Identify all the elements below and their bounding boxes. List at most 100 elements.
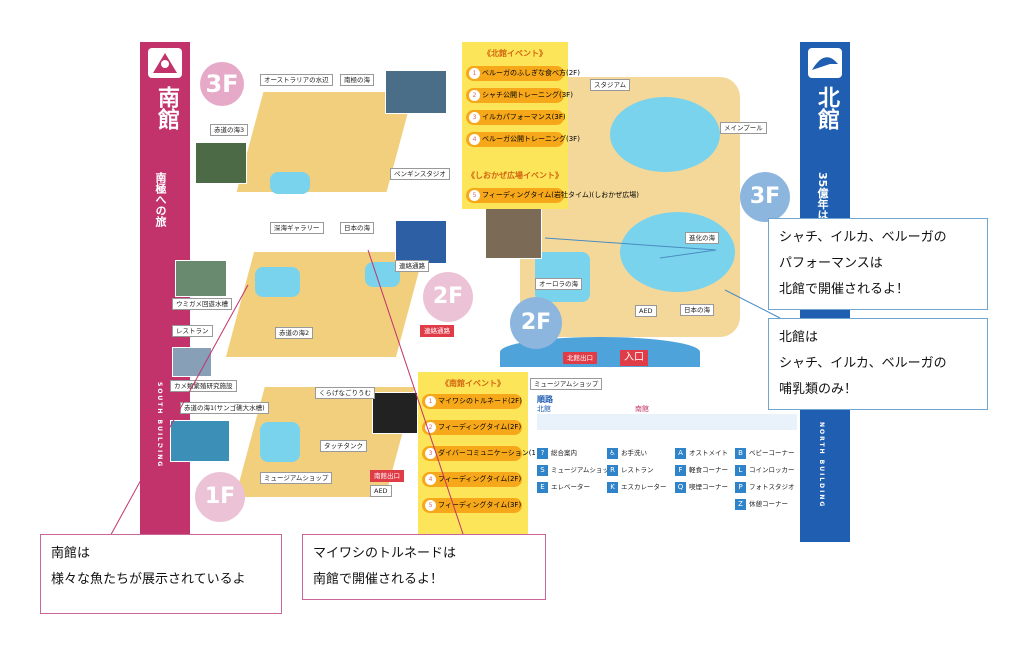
- jellyfish-photo: [372, 392, 418, 434]
- label-kamo: カメ類繁殖研究施設: [170, 380, 237, 392]
- north-building-english: NORTH BUILDING: [818, 422, 825, 509]
- label-antarctic: 南極の海: [340, 74, 374, 86]
- south-building-title: 南館: [154, 86, 179, 130]
- route-south: 南館: [635, 405, 649, 413]
- label-stadium: スタジアム: [590, 79, 631, 91]
- escalator-icon: K: [607, 481, 618, 493]
- label-aed-south: AED: [370, 485, 392, 497]
- north-events-heading: 《北館イベント》: [483, 49, 547, 58]
- smoking-icon: Q: [675, 481, 686, 493]
- north-building-subtitle: 35億年はる: [816, 172, 829, 232]
- label-shinka: 進化の海: [685, 232, 719, 244]
- route-arrow-strip: [537, 414, 797, 430]
- aurora-tank: [535, 252, 590, 302]
- label-museum-shop-1f: ミュージアムショップ: [260, 472, 333, 484]
- main-pool-tank: [610, 97, 720, 172]
- label-sardine-tank: 連絡通路: [395, 260, 429, 272]
- sardine-tank: [365, 262, 400, 287]
- label-museum-shop-north: ミュージアムショップ: [530, 378, 603, 390]
- label-entrance: 入口: [620, 350, 648, 366]
- label-akashio3: 赤道の海3: [210, 124, 249, 136]
- label-south-exit: 南館出口: [370, 470, 404, 482]
- ostomate-icon: A: [675, 447, 686, 459]
- label-touch: タッチタンク: [320, 440, 367, 452]
- photo-icon: P: [735, 481, 746, 493]
- callout-north-performance: シャチ、イルカ、ベルーガの パフォーマンスは 北館で開催されるよ！: [768, 218, 988, 310]
- north-3f-badge: 3F: [740, 172, 790, 222]
- south-2f-badge: 2F: [423, 272, 473, 322]
- north-2f-badge: 2F: [510, 297, 562, 349]
- label-connect: 連絡通路: [420, 325, 454, 337]
- baby-icon: B: [735, 447, 746, 459]
- label-aurora: オーロラの海: [535, 278, 582, 290]
- rest-icon: Z: [735, 498, 746, 510]
- label-kurage: くらげなごりうむ: [315, 387, 375, 399]
- shinka-tank: [620, 212, 735, 292]
- label-deep-sea: 深海ギャラリー: [270, 222, 324, 234]
- legend-item-toilet: ♿お手洗い: [607, 447, 647, 459]
- shiokaze-events-heading: 《しおかぜ広場イベント》: [467, 171, 563, 180]
- label-restaurant: レストラン: [172, 325, 213, 337]
- restaurant-icon: R: [607, 464, 618, 476]
- coral-tank: [260, 422, 300, 462]
- label-umigame: ウミガメ回遊水槽: [172, 298, 232, 310]
- toilet-icon: ♿: [607, 447, 618, 459]
- info-icon: ?: [537, 447, 548, 459]
- dolphin-logo-icon: [808, 48, 842, 78]
- callout-north-mammals: 北館は シャチ、イルカ、ベルーガの 哺乳類のみ！: [768, 318, 988, 410]
- label-japan-sea: 日本の海: [340, 222, 374, 234]
- snack-icon: F: [675, 464, 686, 476]
- label-penguin-studio: ペンギンスタジオ: [390, 168, 450, 180]
- label-aed-north: AED: [635, 305, 657, 317]
- legend-item-info: ?総合案内: [537, 447, 577, 459]
- umigame-tank: [255, 267, 300, 297]
- route-north: 北館: [537, 405, 551, 413]
- shiokaze-plaza-photo: [485, 207, 542, 259]
- penguin-tank-photo: [385, 70, 447, 114]
- north-building-title: 北館: [814, 86, 839, 130]
- label-north-exit: 北館出口: [563, 352, 597, 364]
- south-building-english: SOUTH BUILDING: [156, 382, 163, 469]
- label-australia: オーストラリアの水辺: [260, 74, 333, 86]
- sea-turtle-photo: [195, 142, 247, 184]
- south-3f-badge: 3F: [200, 62, 244, 106]
- aquarium-floor-map: 南館 南極への旅 SOUTH BUILDING 北館 35億年はる NORTH …: [140, 42, 850, 542]
- locker-icon: L: [735, 464, 746, 476]
- shop-icon: S: [537, 464, 548, 476]
- callout-south-tornado: マイワシのトルネードは 南館で開催されるよ！: [302, 534, 546, 600]
- umigame-photo: [175, 260, 227, 297]
- label-nihon-umi: 日本の海: [680, 304, 714, 316]
- south-building-subtitle: 南極への旅: [154, 172, 167, 227]
- penguin-logo-icon: [148, 48, 182, 78]
- label-akashio2: 赤道の海2: [275, 327, 314, 339]
- callout-south-fish: 南館は 様々な魚たちが展示されているよ: [40, 534, 282, 614]
- label-main-pool: メインプール: [720, 122, 767, 134]
- sardine-tornado-photo: [395, 220, 447, 264]
- elevator-icon: E: [537, 481, 548, 493]
